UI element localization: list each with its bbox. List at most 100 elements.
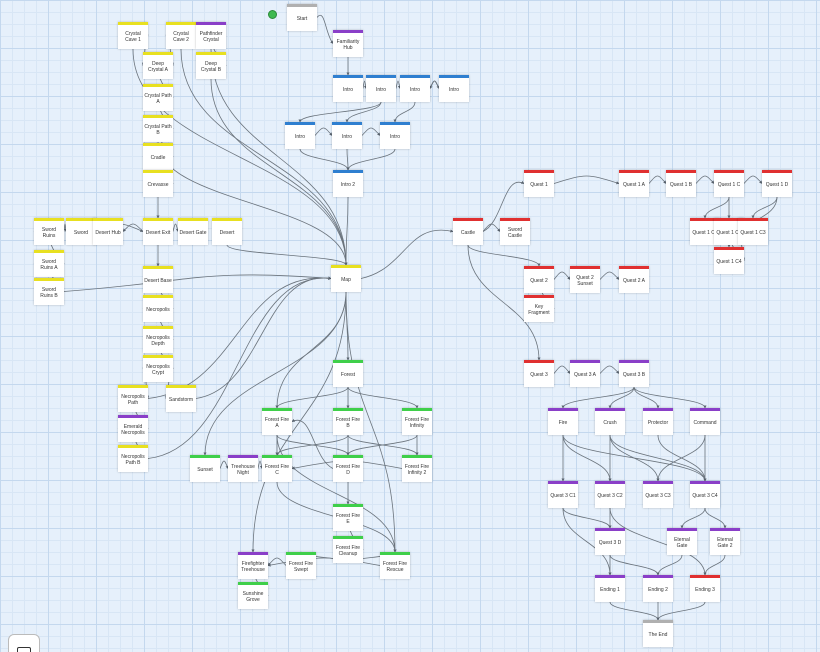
flow-node[interactable]: Quest 3 A: [570, 360, 600, 387]
flow-node[interactable]: Necropolis: [143, 295, 173, 322]
flow-node[interactable]: Sunset: [190, 455, 220, 482]
flow-node[interactable]: Quest 3 C1: [548, 481, 578, 508]
flow-node[interactable]: Deep Crystal A: [143, 52, 173, 79]
flow-node[interactable]: Sword: [66, 218, 96, 245]
flow-node[interactable]: Protector: [643, 408, 673, 435]
flow-node[interactable]: The End: [643, 620, 673, 647]
flow-edge: [562, 507, 612, 576]
flow-node[interactable]: Intro: [285, 122, 315, 149]
flow-node[interactable]: Quest 1 D: [762, 170, 792, 197]
flow-node[interactable]: Forest Fire B: [333, 408, 363, 435]
flow-node[interactable]: Intro: [333, 75, 363, 102]
flow-node[interactable]: Forest Fire Cleanup: [333, 536, 363, 563]
flow-node[interactable]: Ending 1: [595, 575, 625, 602]
flow-node[interactable]: Pathfinder Crystal: [196, 22, 226, 49]
flow-node[interactable]: Intro: [439, 75, 469, 102]
flow-node[interactable]: Quest 3 C2: [595, 481, 625, 508]
flow-node[interactable]: Necropolis Depth: [143, 326, 173, 353]
flow-node[interactable]: Sword Ruins B: [34, 278, 64, 305]
start-marker[interactable]: [268, 10, 277, 19]
flow-edge: [180, 48, 348, 266]
flow-node[interactable]: Desert Gate: [178, 218, 208, 245]
flow-node[interactable]: Sword Ruins: [34, 218, 64, 245]
flow-node-label: Protector: [647, 420, 669, 426]
flow-edge: [251, 291, 347, 553]
flow-node-label: Pathfinder Crystal: [199, 31, 223, 43]
flow-node[interactable]: Intro: [380, 122, 410, 149]
flow-node[interactable]: Ending 3: [690, 575, 720, 602]
flow-node[interactable]: Quest 2 A: [619, 266, 649, 293]
flow-node[interactable]: Sword Ruins A: [34, 250, 64, 277]
flow-node[interactable]: Sunshine Grove: [238, 582, 268, 609]
fit-view-button[interactable]: [8, 634, 40, 652]
flow-node[interactable]: Quest 1: [524, 170, 554, 197]
flow-node[interactable]: Intro: [400, 75, 430, 102]
flow-node[interactable]: Command: [690, 408, 720, 435]
flow-node[interactable]: Forest Fire C: [262, 455, 292, 482]
flow-node[interactable]: Necropolis Crypt: [143, 355, 173, 382]
flow-node[interactable]: Quest 2: [524, 266, 554, 293]
flow-node[interactable]: Key Fragment: [524, 295, 554, 322]
flow-node[interactable]: Quest 1 A: [619, 170, 649, 197]
flow-node[interactable]: Desert Hub: [93, 218, 123, 245]
flow-node[interactable]: Crevasse: [143, 170, 173, 197]
flow-node[interactable]: Quest 3: [524, 360, 554, 387]
flow-node[interactable]: Ending 2: [643, 575, 673, 602]
flow-node[interactable]: Treehouse Night: [228, 455, 258, 482]
flow-node[interactable]: Crystal Path B: [143, 115, 173, 142]
flow-node[interactable]: Familiarity Hub: [333, 30, 363, 57]
flow-node[interactable]: Quest 3 C3: [643, 481, 673, 508]
flow-edge: [467, 244, 541, 267]
flow-node[interactable]: Emerald Necropolis: [118, 415, 148, 442]
flow-node[interactable]: Crystal Cave 2: [166, 22, 196, 49]
flow-node-label: Eternal Gate: [674, 537, 690, 549]
flow-node-label: Quest 1: [530, 182, 548, 188]
flow-node[interactable]: Forest Fire D: [333, 455, 363, 482]
flow-node[interactable]: Quest 3 D: [595, 528, 625, 555]
flow-node[interactable]: Quest 3 C4: [690, 481, 720, 508]
flow-node[interactable]: Sword Castle: [500, 218, 530, 245]
flow-node[interactable]: Forest Fire Infinity: [402, 408, 432, 435]
flow-node[interactable]: Sandstorm: [166, 385, 196, 412]
flow-node[interactable]: Crush: [595, 408, 625, 435]
flow-node[interactable]: Forest Fire Infinity 2: [402, 455, 432, 482]
flow-node[interactable]: Start: [287, 4, 317, 31]
flow-node-label: Key Fragment: [528, 304, 550, 316]
flow-edge: [562, 507, 612, 529]
flow-node[interactable]: Intro: [332, 122, 362, 149]
flow-node[interactable]: Cradle: [143, 143, 173, 170]
flow-node[interactable]: Intro: [366, 75, 396, 102]
flow-node[interactable]: Castle: [453, 218, 483, 245]
flow-node[interactable]: Quest 1 B: [666, 170, 696, 197]
flow-node[interactable]: Fire: [548, 408, 578, 435]
flow-node[interactable]: Necropolis Path: [118, 385, 148, 412]
flow-node[interactable]: Forest Fire E: [333, 504, 363, 531]
flow-node-label: Necropolis Depth: [146, 335, 170, 347]
flow-node[interactable]: Eternal Gate: [667, 528, 697, 555]
flow-node[interactable]: Map: [331, 265, 361, 292]
flow-node[interactable]: Desert Exit: [143, 218, 173, 245]
flow-node-label: Necropolis Path B: [121, 454, 145, 466]
flow-node[interactable]: Quest 1 C4: [714, 247, 744, 274]
flow-node[interactable]: Quest 3 B: [619, 360, 649, 387]
flow-node[interactable]: Eternal Gate 2: [710, 528, 740, 555]
flow-node[interactable]: Deep Crystal B: [196, 52, 226, 79]
flow-node[interactable]: Crystal Cave 1: [118, 22, 148, 49]
flow-node[interactable]: Firefighter Treehouse: [238, 552, 268, 579]
flow-node[interactable]: Forest Fire Swept: [286, 552, 316, 579]
flow-edge: [695, 175, 715, 184]
flow-node[interactable]: Quest 1 C3: [738, 218, 768, 245]
flow-node-label: Crevasse: [147, 182, 169, 188]
flow-node[interactable]: Necropolis Path B: [118, 445, 148, 472]
flow-node[interactable]: Quest 1 C: [714, 170, 744, 197]
flow-node[interactable]: Quest 2 Sunset: [570, 266, 600, 293]
flow-node[interactable]: Intro 2: [333, 170, 363, 197]
flow-node[interactable]: Forest Fire A: [262, 408, 292, 435]
flow-edge: [599, 271, 620, 280]
flow-node[interactable]: Forest Fire Rescue: [380, 552, 410, 579]
flow-node[interactable]: Crystal Path A: [143, 84, 173, 111]
flow-node[interactable]: Desert: [212, 218, 242, 245]
flow-node[interactable]: Desert Base: [143, 266, 173, 293]
flow-node[interactable]: Forest: [333, 360, 363, 387]
